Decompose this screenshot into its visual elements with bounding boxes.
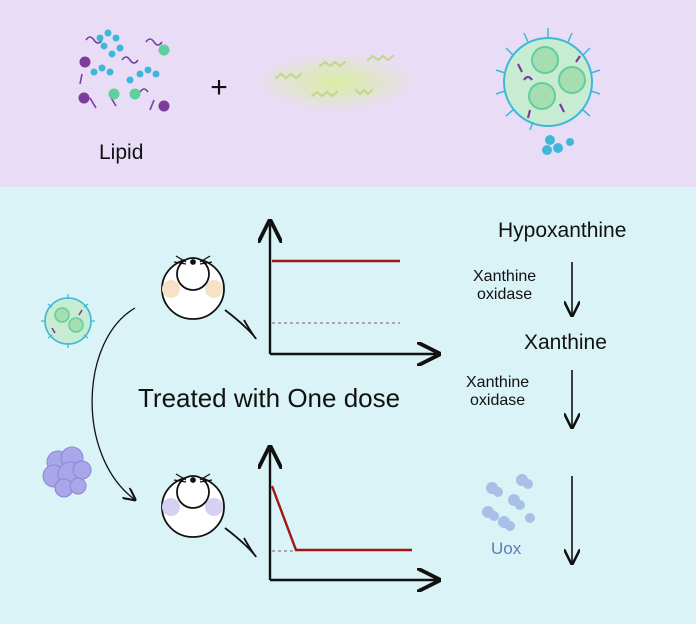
mouse-icon xyxy=(161,473,257,558)
xanthine-label: Xanthine xyxy=(524,331,607,354)
enzyme-1-line-2: oxidase xyxy=(477,286,533,303)
enzyme-2-line-2: oxidase xyxy=(470,392,526,409)
upper-plot xyxy=(270,224,436,354)
lipid-nanoparticle-icon xyxy=(495,28,601,155)
lower-decline-line xyxy=(270,485,412,552)
uox-enzyme-icon xyxy=(482,474,535,531)
lipid-molecules-icon xyxy=(78,29,170,112)
lower-plot xyxy=(270,450,436,580)
protein-icon xyxy=(42,446,92,498)
treatment-arrow xyxy=(91,307,135,499)
lipid-nanoparticle-small-icon xyxy=(41,294,95,348)
enzyme-1-label: Xanthine oxidase xyxy=(473,268,536,304)
enzyme-1-line-1: Xanthine xyxy=(473,268,537,285)
lipid-label: Lipid xyxy=(99,141,144,164)
treated-label: Treated with One dose xyxy=(138,383,401,413)
uox-label: Uox xyxy=(491,539,522,558)
hypoxanthine-label: Hypoxanthine xyxy=(498,219,627,242)
rna-strands-icon xyxy=(254,52,418,112)
mouse-icon xyxy=(161,255,257,340)
enzyme-2-label: Xanthine oxidase xyxy=(466,374,529,410)
enzyme-2-line-1: Xanthine xyxy=(466,374,530,391)
plus-sign: + xyxy=(210,71,228,104)
